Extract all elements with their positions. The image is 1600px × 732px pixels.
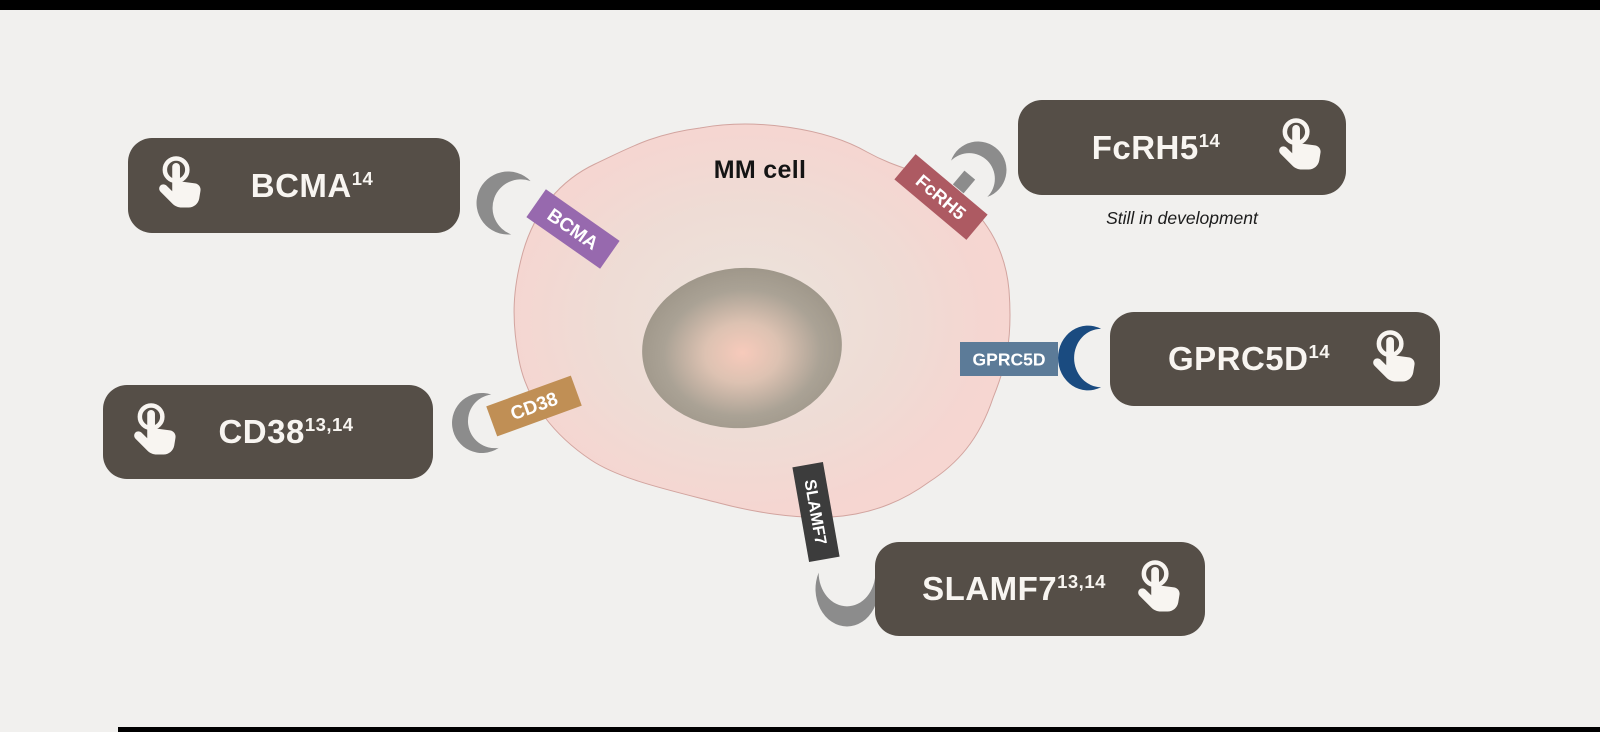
cell-nucleus	[642, 267, 842, 429]
cd38-receptor: CD38	[452, 375, 582, 453]
cd38-crescent-icon	[452, 392, 499, 453]
gprc5d-button-label: GPRC5D14	[1167, 340, 1331, 377]
top-border-bar	[0, 0, 1600, 10]
gprc5d-tag-label: GPRC5D	[973, 350, 1046, 370]
fcrh5-button-label: FcRH514	[1091, 128, 1221, 166]
bcma-crescent-icon	[476, 171, 531, 235]
tap-icon	[150, 154, 204, 216]
gprc5d-button[interactable]: GPRC5D14	[1110, 312, 1440, 406]
bcma-button[interactable]: BCMA14	[128, 138, 460, 233]
bottom-border-bar	[118, 727, 1600, 732]
cd38-button[interactable]: CD3813,14	[103, 385, 433, 479]
fcrh5-crescent-icon	[951, 141, 1007, 197]
slamf7-button[interactable]: SLAMF713,14	[875, 542, 1205, 636]
mm-cell-label: MM cell	[713, 156, 807, 184]
fcrh5-development-note: Still in development	[1106, 208, 1258, 228]
cd38-button-label: CD3813,14	[218, 413, 354, 450]
slamf7-button-label: SLAMF713,14	[922, 570, 1106, 607]
gprc5d-crescent-icon	[1058, 325, 1102, 391]
tap-icon	[1364, 328, 1418, 390]
gprc5d-receptor: GPRC5D	[960, 325, 1102, 391]
tap-icon	[1270, 116, 1324, 178]
mm-cell	[513, 123, 1011, 518]
slamf7-receptor: SLAMF7	[792, 462, 879, 627]
fcrh5-receptor-stem	[952, 170, 976, 194]
fcrh5-button[interactable]: FcRH514	[1018, 100, 1346, 195]
bcma-receptor: BCMA	[476, 171, 620, 269]
tap-icon	[125, 401, 179, 463]
tap-icon	[1129, 558, 1183, 620]
slamf7-crescent-icon	[815, 572, 879, 627]
fcrh5-receptor: FcRH5	[894, 141, 1007, 240]
bcma-button-label: BCMA14	[250, 166, 374, 204]
